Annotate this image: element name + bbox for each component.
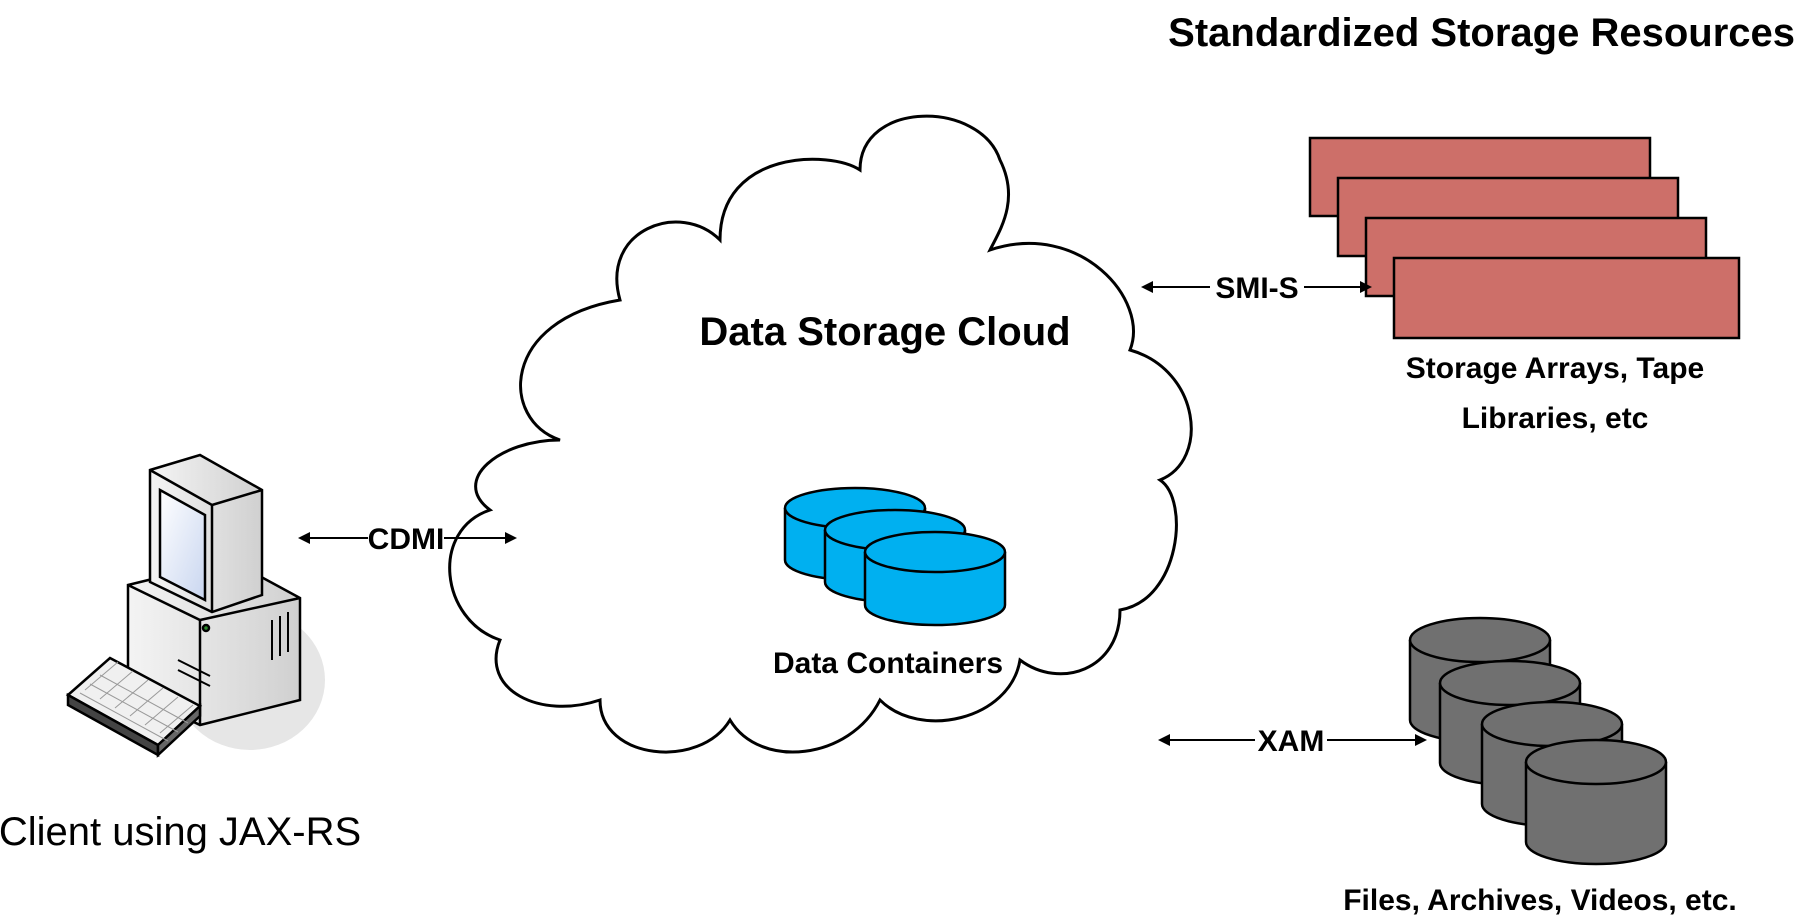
storage-arrays-label-line2: Libraries, etc	[1462, 402, 1649, 435]
storage-array-stack	[1308, 136, 1741, 340]
storage-arrays-label-line1: Storage Arrays, Tape	[1406, 352, 1704, 385]
xam-label: XAM	[1258, 725, 1325, 758]
diagram-title: Standardized Storage Resources	[1168, 11, 1795, 55]
desktop-computer-icon	[65, 453, 325, 758]
smis-label: SMI-S	[1215, 272, 1298, 305]
keyboard-icon	[79, 661, 194, 742]
cdmi-label: CDMI	[368, 523, 445, 556]
client-label: Client using JAX-RS	[0, 810, 361, 854]
cloud-label: Data Storage Cloud	[699, 310, 1070, 354]
containers-label: Data Containers	[773, 647, 1003, 680]
database-icon	[783, 486, 1007, 627]
files-label: Files, Archives, Videos, etc.	[1343, 884, 1737, 917]
file-storage-disks	[1408, 616, 1668, 866]
